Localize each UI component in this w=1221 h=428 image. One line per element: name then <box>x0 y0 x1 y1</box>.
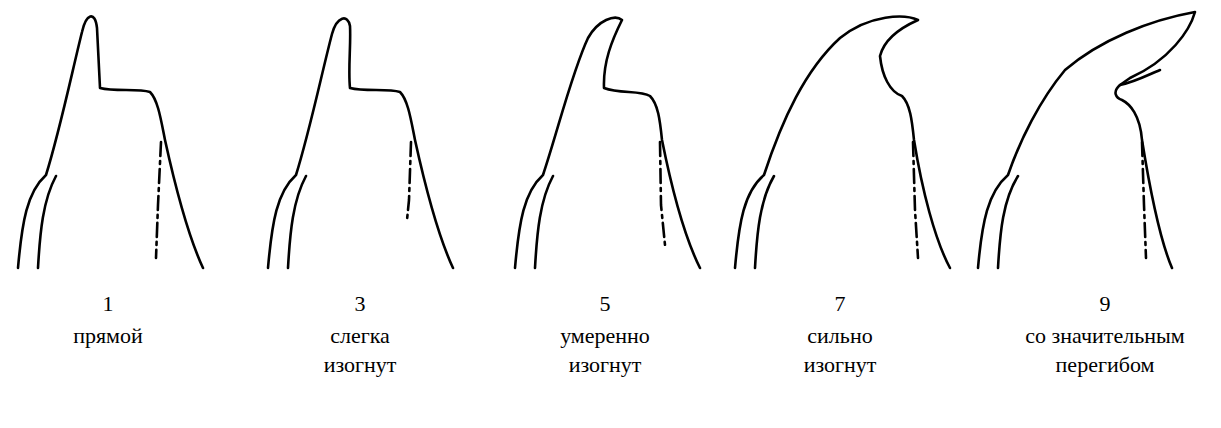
tip-shape-slight <box>268 18 453 268</box>
callout-number: 1 <box>78 290 138 319</box>
tip-shape-moderate <box>515 18 700 268</box>
shape-caption: прямой <box>48 322 168 351</box>
shape-caption: слегка изогнут <box>305 322 415 379</box>
callout-number: 9 <box>1075 290 1135 319</box>
callout-number: 5 <box>575 290 635 319</box>
callout-number: 3 <box>330 290 390 319</box>
shape-caption: сильно изогнут <box>785 322 895 379</box>
tip-shape-strong <box>735 17 950 268</box>
tip-shape-bent <box>978 12 1195 268</box>
shape-caption: со значительным перегибом <box>1020 322 1190 379</box>
shape-caption: умеренно изогнут <box>550 322 660 379</box>
tip-shape-straight <box>18 16 203 268</box>
callout-number: 7 <box>810 290 870 319</box>
